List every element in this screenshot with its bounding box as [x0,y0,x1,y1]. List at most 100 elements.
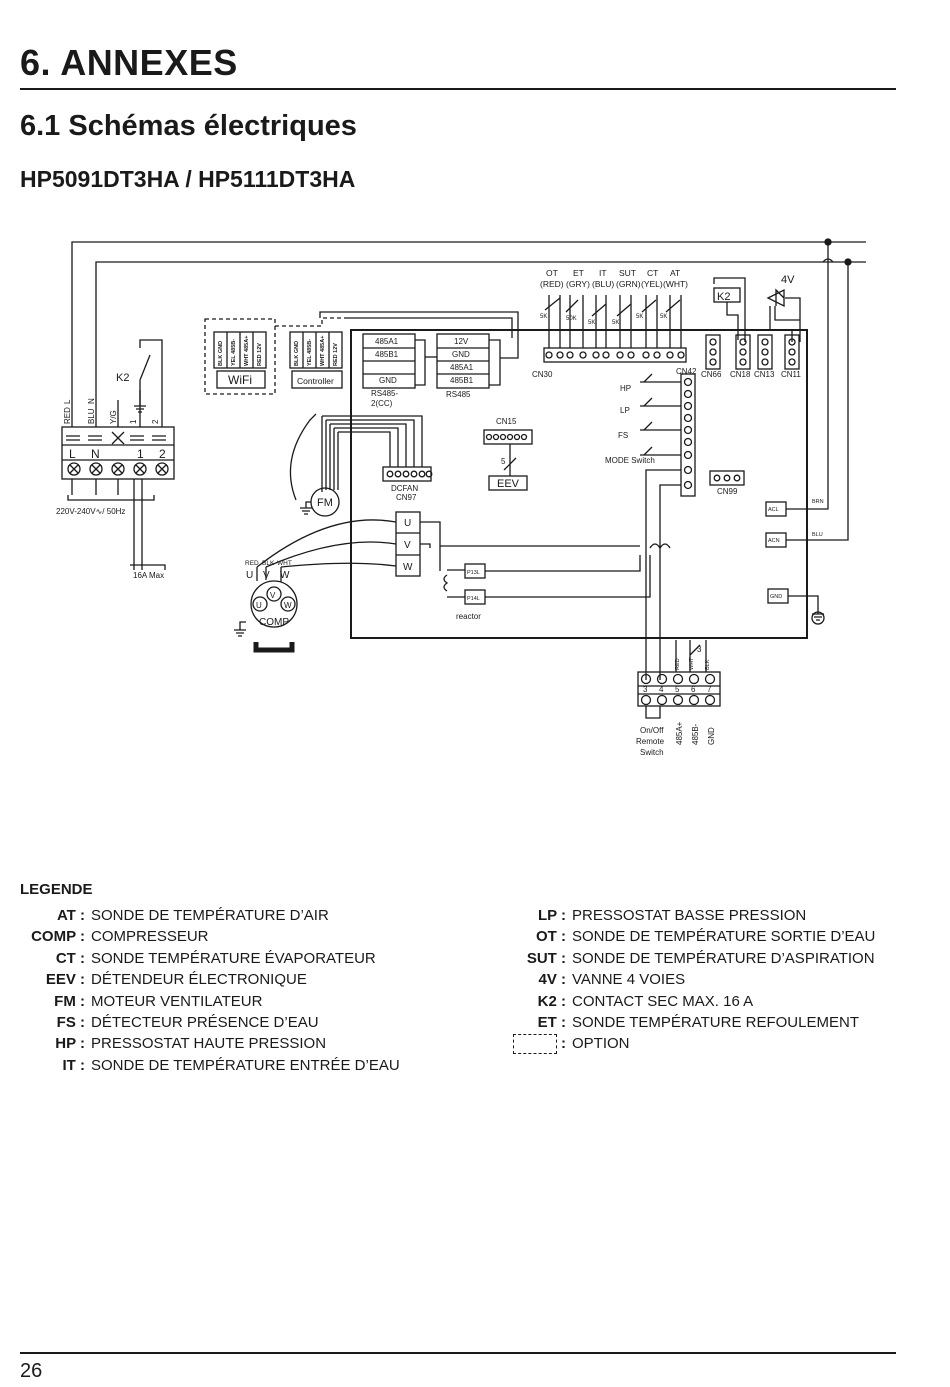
terminal-screw-icon [640,673,652,685]
cn13-label: CN13 [754,370,775,379]
bt-signal-485a: 485A+ [675,721,684,745]
cn42-pin [683,413,693,423]
cn97-pin [418,470,426,478]
footer-rule [20,1352,896,1354]
cn15-pin [506,433,514,441]
legend-right-column: LP : PRESSOSTAT BASSE PRESSION OT : SONDE … [490,905,875,1055]
cn66-pin [709,358,717,366]
cn30-label: CN30 [532,370,553,379]
rs485cc-caption-1: RS485- [371,389,398,398]
sensor-resistor-5k: 5K [612,320,619,326]
bt-wire-red: RED [675,658,681,670]
cn30-pin [627,351,635,359]
bt-label-remote: Remote [636,737,665,746]
legend-code: IT : [62,1056,86,1074]
uvw-v: V [404,540,411,551]
wifi-label: WiFi [228,373,252,387]
legend-code: ET : [537,1013,566,1031]
terminal-screw-icon [640,694,652,706]
sensor-resistor-5k: 5K [540,314,547,320]
cn42-pin [683,437,693,447]
cn15-pin [485,433,493,441]
legend-item: FS :DÉTECTEUR PRÉSENCE D’EAU [5,1012,400,1033]
cn97-pin [425,470,433,478]
legend-option-colon: : [561,1035,566,1053]
legend-option-code: : [490,1033,566,1055]
wire-red: RED [63,407,72,424]
wifi-pin-2: YEL 485B- [231,339,237,366]
legend-title: LEGENDE [20,881,93,898]
rs485-row-4: 485B1 [450,376,474,385]
cn11-pin [788,348,796,356]
k2-relay-label: K2 [717,291,730,303]
controller-pin-2: YEL 485B- [307,339,313,366]
terminal-pin-l: L [69,447,76,461]
legend-item: IT : SONDE DE TEMPÉRATURE ENTRÉE D’EAU [5,1055,400,1076]
sensor-resistor-50k: 50K [566,316,577,322]
cn18-pin [739,358,747,366]
cn13-pin [761,338,769,346]
wifi-pin-1: BLK GND [218,341,224,366]
legend-code: AT : [56,907,85,924]
comp-wire-red: RED [245,560,259,567]
bt-num-7: 7 [707,685,712,694]
legend-code: OT : [536,928,566,946]
controller-pin-1: BLK GND [294,341,300,366]
rs485-row-1: 12V [454,337,469,346]
dcfan-label: DCFAN [391,484,418,493]
legend-code: HP : [55,1035,85,1053]
legend-code: CT : [55,949,85,967]
bt-num-3: 3 [643,685,648,694]
comp-wire-wht: WHT [277,560,292,567]
reactor-p14: P14L [467,596,480,602]
k2-left-label: K2 [116,372,129,384]
legend-code: LP : [537,907,566,924]
comp-wire-blk: BLK [262,560,275,567]
cn30-pin [579,351,587,359]
legend-desc: SONDE TEMPÉRATURE ÉVAPORATEUR [91,949,376,967]
rs485cc-row-1: 485A1 [375,337,399,346]
cn30-pin [616,351,624,359]
cn66-pin [709,338,717,346]
rs485-caption: RS485 [446,390,471,399]
comp-inner-v: V [270,591,276,600]
terminal-screw-icon [688,673,700,685]
bt-num-4: 4 [659,685,664,694]
reactor-label: reactor [456,612,481,621]
bt-label-switch: Switch [640,748,664,757]
cn11-pin [788,358,796,366]
legend-item: LP : PRESSOSTAT BASSE PRESSION [490,905,875,926]
cn66-pin [709,348,717,356]
cn30-pin [653,351,661,359]
legend-desc: PRESSOSTAT HAUTE PRESSION [91,1035,327,1053]
cn30-pin [677,351,685,359]
rs485cc-row-2: 485B1 [375,350,399,359]
cn13-pin [761,358,769,366]
legend-code: K2 : [537,992,566,1010]
cn30-pin [602,351,610,359]
sensor-ct-color: (YEL) [641,279,663,289]
sensor-at-label: AT [670,268,680,278]
legend-code: FM : [54,992,85,1010]
legend-item: SUT :SONDE DE TEMPÉRATURE D’ASPIRATION [490,948,875,969]
acl-terminal: ACL [768,507,779,513]
comp-pin-u: U [246,570,253,581]
cn99-label: CN99 [717,487,738,496]
legend-item: FM :MOTEUR VENTILATEUR [5,991,400,1012]
cn18-pin [739,338,747,346]
wifi-pin-3: WHT 485A+ [244,336,250,366]
terminal-screw-icon [688,694,700,706]
gnd-terminal: GND [770,594,782,600]
acn-terminal: ACN [768,538,780,544]
legend-desc: PRESSOSTAT BASSE PRESSION [572,907,807,924]
cn30-pin [592,351,600,359]
compressor-label: COMP [259,617,289,628]
legend-desc: SONDE DE TEMPÉRATURE SORTIE D’EAU [572,928,876,946]
terminal-screw-icon [672,673,684,685]
cn42-pin [683,425,693,435]
cn99-pin [733,474,741,482]
cn30-pin [642,351,650,359]
legend-desc: CONTACT SEC MAX. 16 A [572,992,754,1010]
legend-desc: SONDE DE TEMPÉRATURE ENTRÉE D’EAU [91,1056,400,1074]
sensor-ct-label: CT [647,268,658,278]
